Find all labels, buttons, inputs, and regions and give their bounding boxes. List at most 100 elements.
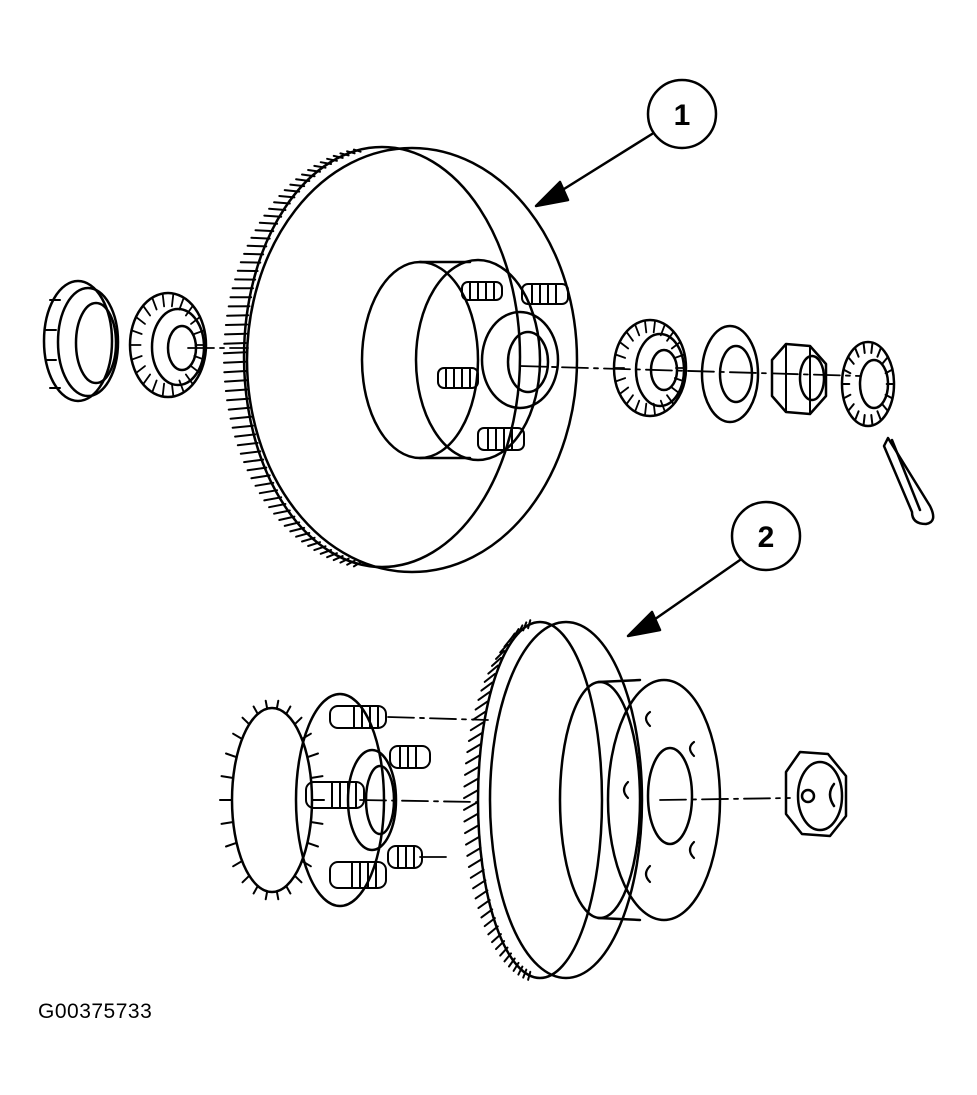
detail-stroke bbox=[252, 885, 259, 895]
detail-stroke bbox=[193, 329, 206, 335]
detail-stroke bbox=[876, 410, 882, 422]
detail-stroke bbox=[232, 860, 244, 868]
detail-stroke bbox=[666, 394, 675, 406]
detail-stroke bbox=[842, 368, 852, 375]
wheel-stud bbox=[521, 283, 569, 305]
detail-stroke bbox=[190, 315, 201, 325]
detail-stroke bbox=[184, 373, 194, 386]
detail-stroke bbox=[223, 351, 247, 355]
wheel-stud bbox=[329, 705, 387, 729]
detail-stroke bbox=[161, 382, 166, 398]
detail-stroke bbox=[495, 940, 506, 951]
detail-stroke bbox=[319, 161, 333, 165]
detail-stroke bbox=[352, 148, 362, 153]
detail-stroke bbox=[659, 323, 666, 337]
rotor-2 bbox=[463, 619, 722, 981]
detail-stroke bbox=[474, 700, 489, 711]
hub-2-wheel-studs bbox=[305, 705, 431, 889]
detail-stroke bbox=[625, 330, 634, 342]
detail-stroke bbox=[517, 965, 524, 976]
detail-stroke bbox=[491, 656, 502, 667]
detail-stroke bbox=[652, 402, 656, 417]
rotor-1-cooling-vents bbox=[223, 148, 362, 568]
rotor-1-hub-barrel bbox=[418, 260, 472, 460]
detail-stroke bbox=[278, 195, 296, 199]
detail-stroke bbox=[170, 382, 175, 398]
detail-stroke bbox=[273, 201, 291, 205]
detail-stroke bbox=[243, 252, 265, 256]
detail-stroke bbox=[263, 496, 283, 502]
detail-stroke bbox=[227, 406, 251, 411]
detail-stroke bbox=[652, 319, 656, 334]
detail-stroke bbox=[224, 332, 248, 336]
detail-stroke bbox=[854, 346, 860, 358]
detail-stroke bbox=[285, 885, 292, 895]
detail-stroke bbox=[339, 152, 350, 157]
detail-stroke bbox=[467, 732, 483, 742]
detail-stroke bbox=[239, 450, 262, 455]
detail-stroke bbox=[295, 532, 311, 538]
detail-stroke bbox=[644, 402, 648, 417]
wheel-stud bbox=[389, 745, 431, 769]
detail-stroke bbox=[465, 835, 481, 846]
detail-stroke bbox=[480, 908, 494, 919]
detail-stroke bbox=[527, 970, 532, 981]
hub-flange-nut bbox=[784, 750, 848, 838]
detail-stroke bbox=[225, 752, 238, 759]
wheel-stud bbox=[329, 861, 387, 889]
detail-stroke bbox=[223, 360, 247, 364]
detail-stroke bbox=[289, 183, 306, 188]
detail-stroke bbox=[301, 536, 316, 543]
detail-stroke bbox=[161, 292, 166, 308]
detail-stroke bbox=[346, 559, 356, 566]
detail-stroke bbox=[487, 925, 499, 936]
rotor-1 bbox=[223, 145, 579, 574]
wheel-stud bbox=[305, 781, 365, 809]
hub-2-flange bbox=[294, 692, 386, 908]
wheel-stud bbox=[477, 427, 525, 451]
detail-stroke bbox=[307, 169, 321, 173]
detail-stroke bbox=[273, 509, 291, 515]
detail-stroke bbox=[319, 549, 333, 555]
detail-stroke bbox=[332, 555, 344, 562]
detail-stroke bbox=[224, 323, 249, 326]
detail-stroke bbox=[193, 355, 206, 361]
detail-stroke bbox=[225, 841, 238, 848]
detail-stroke bbox=[466, 846, 482, 857]
detail-stroke bbox=[666, 330, 675, 342]
detail-stroke bbox=[309, 821, 324, 825]
detail-stroke bbox=[463, 777, 480, 788]
detail-stroke bbox=[352, 561, 362, 568]
assembly-2 bbox=[219, 500, 848, 981]
detail-stroke bbox=[469, 868, 485, 879]
assembly-1 bbox=[42, 78, 935, 574]
detail-stroke bbox=[870, 414, 874, 427]
detail-stroke bbox=[252, 705, 259, 715]
detail-stroke bbox=[263, 214, 283, 218]
inner-wheel-bearing bbox=[128, 291, 208, 399]
detail-stroke bbox=[614, 377, 626, 383]
detail-stroke bbox=[870, 341, 874, 354]
rotor-1-hub-flange bbox=[414, 258, 542, 462]
nut-retainer bbox=[840, 340, 896, 428]
detail-stroke bbox=[283, 189, 301, 193]
detail-stroke bbox=[178, 379, 185, 394]
rotor-1-hub-bore bbox=[480, 310, 560, 410]
detail-stroke bbox=[467, 858, 483, 868]
detail-stroke bbox=[135, 365, 146, 375]
detail-stroke bbox=[170, 292, 175, 308]
detail-stroke bbox=[517, 624, 524, 635]
detail-stroke bbox=[512, 628, 520, 639]
detail-stroke bbox=[477, 899, 491, 910]
detail-stroke bbox=[634, 323, 641, 337]
detail-stroke bbox=[487, 664, 499, 675]
detail-stroke bbox=[466, 743, 482, 754]
flat-washer bbox=[700, 324, 760, 424]
detail-stroke bbox=[522, 968, 528, 979]
detail-stroke bbox=[151, 379, 158, 394]
rotor-1-hat bbox=[360, 260, 480, 460]
detail-stroke bbox=[491, 933, 502, 944]
detail-stroke bbox=[130, 329, 143, 335]
